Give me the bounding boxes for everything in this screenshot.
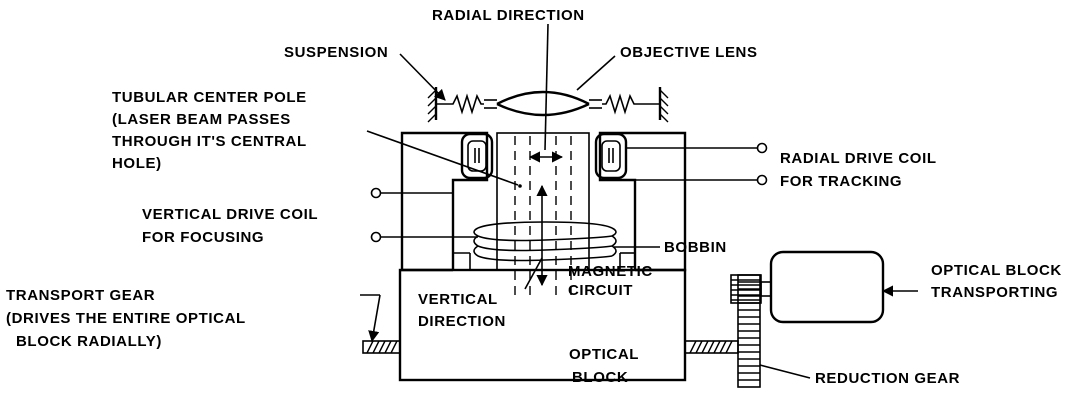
label-objective-lens: OBJECTIVE LENS [620, 44, 758, 61]
label-vertical-direction-2: DIRECTION [418, 313, 506, 330]
labels: RADIAL DIRECTION SUSPENSION OBJECTIVE LE… [6, 7, 1062, 387]
label-transporting-1: OPTICAL BLOCK [931, 262, 1062, 279]
label-center-pole-1: TUBULAR CENTER POLE [112, 89, 307, 106]
label-transport-gear-1: TRANSPORT GEAR [6, 287, 155, 304]
label-transporting-2: TRANSPORTING [931, 284, 1058, 301]
leader-lines [360, 23, 918, 379]
label-center-pole-4: HOLE) [112, 155, 162, 172]
transport-motor [760, 250, 885, 324]
label-bobbin: BOBBIN [664, 239, 727, 256]
label-suspension: SUSPENSION [284, 44, 388, 61]
label-center-pole-2: (LASER BEAM PASSES [112, 111, 291, 128]
coil-terminals [370, 142, 768, 243]
label-magnetic-2: CIRCUIT [568, 282, 633, 299]
radial-drive-coil-right [594, 132, 628, 180]
transport-gear-shaft [362, 340, 739, 354]
tubular-center-pole [496, 132, 590, 300]
label-vertical-coil-2: FOR FOCUSING [142, 229, 264, 246]
label-center-pole-3: THROUGH IT'S CENTRAL [112, 133, 307, 150]
leader-radial-direction [544, 23, 549, 151]
leader-transport-gear-b [368, 294, 381, 343]
leader-center-pole [366, 130, 519, 186]
label-vertical-direction-1: VERTICAL [418, 291, 498, 308]
label-transport-gear-3: BLOCK RADIALLY) [16, 333, 162, 350]
leader-reduction-gear [759, 364, 811, 379]
label-reduction-gear: REDUCTION GEAR [815, 370, 960, 387]
label-optical-block-2: BLOCK [572, 369, 628, 386]
objective-lens [484, 90, 602, 117]
label-magnetic-1: MAGNETIC [568, 263, 653, 280]
vertical-drive-coil [473, 221, 617, 262]
label-optical-block-1: OPTICAL [569, 346, 639, 363]
leader-suspension [399, 53, 446, 101]
label-transport-gear-2: (DRIVES THE ENTIRE OPTICAL [6, 310, 246, 327]
label-radial-coil-2: FOR TRACKING [780, 173, 902, 190]
leader-vertical-direction [524, 257, 543, 290]
label-radial-direction: RADIAL DIRECTION [432, 7, 585, 24]
label-vertical-coil-1: VERTICAL DRIVE COIL [142, 206, 318, 223]
label-radial-coil-1: RADIAL DRIVE COIL [780, 150, 937, 167]
reduction-gear [730, 274, 762, 388]
leader-objective-lens [576, 55, 616, 91]
